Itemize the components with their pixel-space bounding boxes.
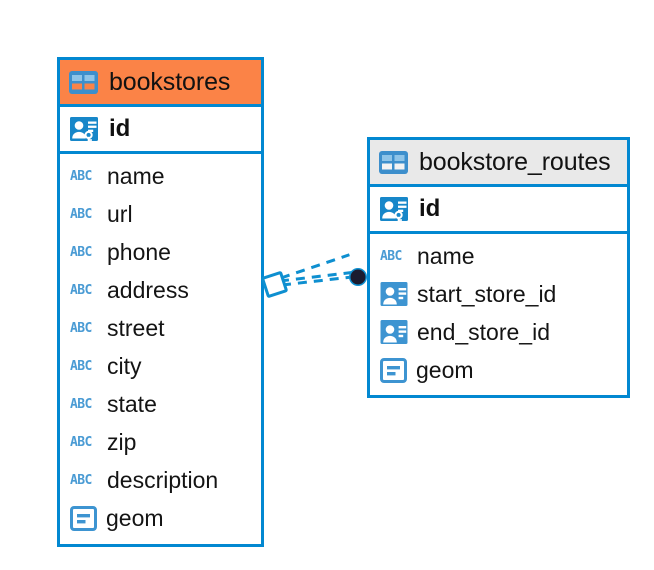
table-icon: [379, 150, 408, 174]
field-row[interactable]: ABC name: [370, 237, 627, 275]
primary-key-row[interactable]: id: [370, 187, 627, 234]
entity-header-bookstores[interactable]: bookstores: [60, 60, 261, 107]
field-label: name: [107, 162, 165, 189]
string-type-icon: ABC: [70, 358, 92, 374]
field-row[interactable]: ABC street: [60, 309, 261, 347]
field-row[interactable]: ABC state: [60, 385, 261, 423]
field-row[interactable]: ABC zip: [60, 423, 261, 461]
field-label: end_store_id: [417, 318, 550, 345]
field-row[interactable]: start_store_id: [370, 275, 627, 313]
field-label: city: [107, 352, 142, 379]
field-row[interactable]: ABC url: [60, 195, 261, 233]
field-label: name: [417, 242, 475, 269]
foreign-key-icon: [380, 319, 408, 345]
field-label: geom: [416, 356, 474, 383]
field-label: geom: [106, 504, 164, 531]
geometry-type-icon: [380, 357, 407, 383]
table-icon: [69, 70, 98, 94]
string-type-icon: ABC: [70, 434, 92, 450]
primary-key-icon: [69, 114, 99, 144]
field-label: zip: [107, 428, 137, 455]
relationship-target-halo: [349, 268, 367, 286]
primary-key-label: id: [109, 115, 131, 142]
field-label: state: [107, 390, 157, 417]
string-type-icon: ABC: [70, 206, 92, 222]
relationship-target-marker: [350, 269, 366, 285]
field-row[interactable]: ABC phone: [60, 233, 261, 271]
field-label: street: [107, 314, 165, 341]
relationship-source-marker: [261, 271, 288, 298]
string-type-icon: ABC: [380, 248, 402, 264]
field-row[interactable]: end_store_id: [370, 313, 627, 351]
field-row[interactable]: ABC name: [60, 157, 261, 195]
entity-header-bookstore-routes[interactable]: bookstore_routes: [370, 140, 627, 187]
field-row[interactable]: ABC description: [60, 461, 261, 499]
field-label: address: [107, 276, 189, 303]
field-row[interactable]: ABC address: [60, 271, 261, 309]
primary-key-row[interactable]: id: [60, 107, 261, 154]
string-type-icon: ABC: [70, 396, 92, 412]
entity-title: bookstores: [109, 67, 231, 96]
string-type-icon: ABC: [70, 320, 92, 336]
string-type-icon: ABC: [70, 472, 92, 488]
string-type-icon: ABC: [70, 282, 92, 298]
entity-title: bookstore_routes: [419, 147, 611, 176]
field-row[interactable]: geom: [370, 351, 627, 389]
field-label: description: [107, 466, 219, 493]
field-label: phone: [107, 238, 171, 265]
string-type-icon: ABC: [70, 168, 92, 184]
field-label: url: [107, 200, 133, 227]
relationship-line-lower: [279, 271, 352, 283]
foreign-key-icon: [380, 281, 408, 307]
field-label: start_store_id: [417, 280, 557, 307]
primary-key-label: id: [419, 195, 441, 222]
geometry-type-icon: [70, 505, 97, 531]
primary-key-icon: [379, 194, 409, 224]
field-row[interactable]: geom: [60, 499, 261, 537]
field-row[interactable]: ABC city: [60, 347, 261, 385]
relationship-line-upper: [280, 253, 350, 280]
string-type-icon: ABC: [70, 244, 92, 260]
relationship-line-middle: [281, 275, 353, 287]
